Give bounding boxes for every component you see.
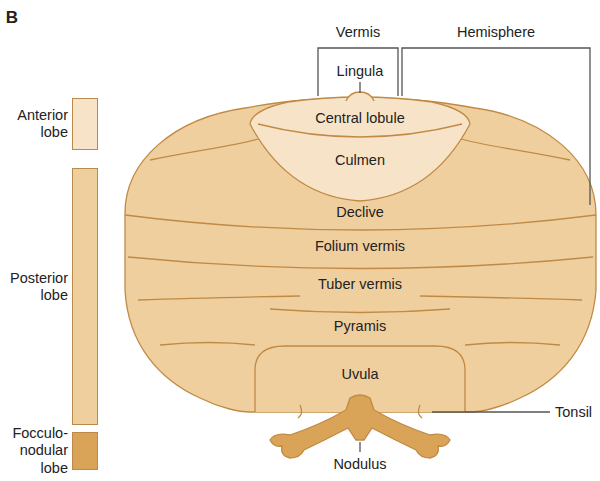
part-label: Pyramis	[334, 318, 386, 335]
part-label: Folium vermis	[315, 238, 405, 255]
part-label: Nodulus	[333, 456, 386, 473]
part-label: Lingula	[337, 63, 384, 80]
fissure-line	[128, 257, 593, 269]
fissure-line	[270, 309, 450, 313]
lobule-line	[458, 138, 570, 160]
legend-swatch	[72, 432, 98, 470]
panel-letter: B	[6, 8, 18, 28]
tonsil	[418, 405, 422, 418]
anterior-lobe	[250, 97, 470, 201]
legend-text: Anterior lobe	[4, 107, 68, 142]
lingula	[346, 92, 374, 101]
part-label: Declive	[336, 204, 384, 221]
part-label: Uvula	[341, 366, 378, 383]
leader-line	[432, 411, 550, 412]
lobule-line	[150, 138, 262, 160]
cerebellum-body	[125, 98, 596, 412]
legend-text: Focculo- nodular lobe	[4, 425, 68, 477]
part-label: Culmen	[335, 152, 385, 169]
fissure-line	[138, 296, 300, 300]
legend-swatch	[72, 98, 98, 150]
central-lobule-line	[258, 124, 462, 137]
part-label: Central lobule	[315, 110, 404, 127]
leader-line	[359, 442, 360, 452]
tonsil	[298, 405, 302, 418]
part-label: Tonsil	[555, 404, 592, 421]
part-label: Hemisphere	[457, 24, 535, 41]
fissure-line	[160, 343, 255, 346]
vermis-bracket	[318, 48, 398, 96]
part-label: Tuber vermis	[318, 276, 402, 293]
legend-swatch	[72, 168, 98, 425]
hemisphere-bracket	[402, 48, 590, 205]
flocculonodular-lobe	[270, 395, 450, 458]
fissure-line	[465, 343, 560, 346]
leader-line	[359, 82, 360, 93]
part-label: Vermis	[336, 24, 380, 41]
fissure-line	[420, 296, 582, 300]
legend-text: Posterior lobe	[4, 270, 68, 305]
